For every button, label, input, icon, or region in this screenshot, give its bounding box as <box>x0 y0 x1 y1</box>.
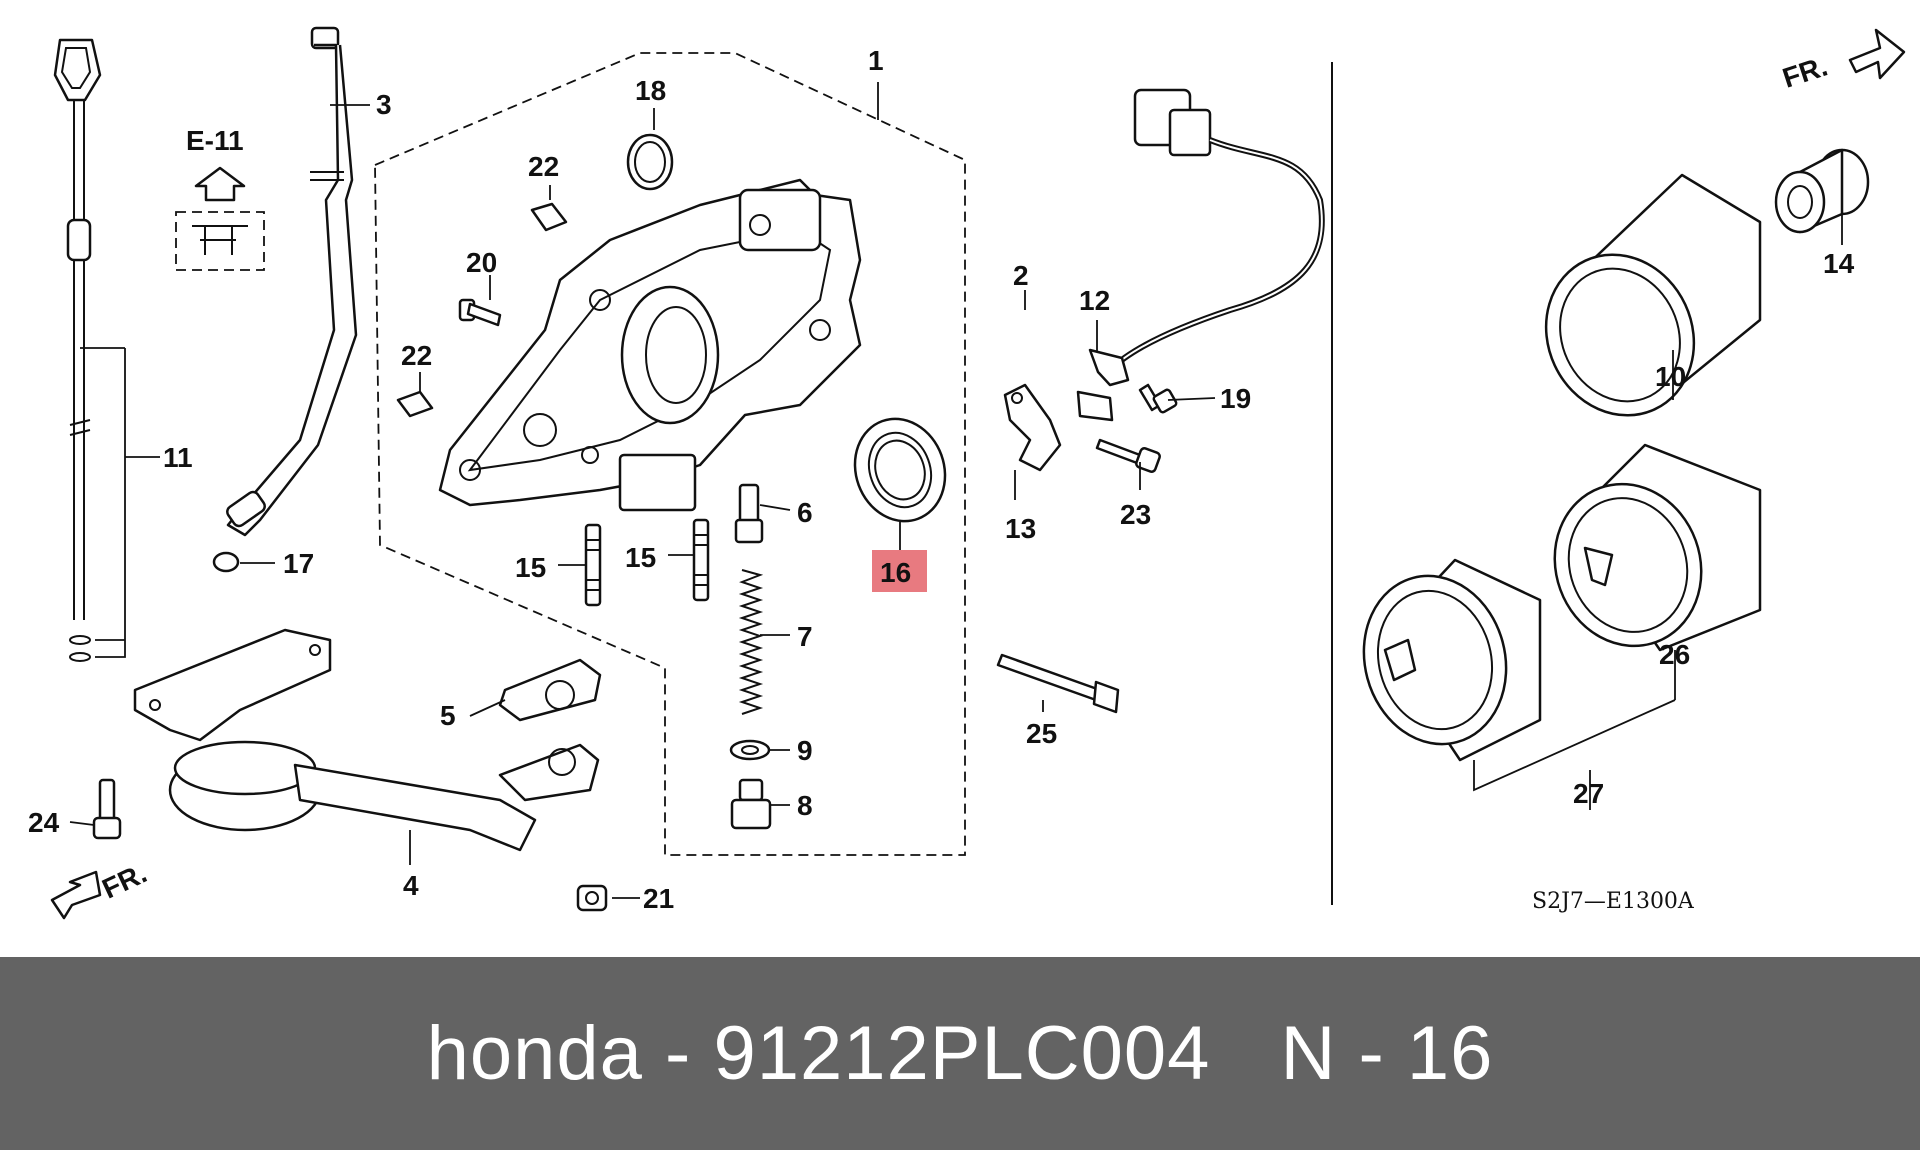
callout-22a: 22 <box>528 151 559 182</box>
sensor-bracket <box>1003 383 1062 472</box>
callout-26: 26 <box>1659 639 1690 670</box>
callout-15b: 15 <box>625 542 656 573</box>
callout-22b: 22 <box>401 340 432 371</box>
callout-8: 8 <box>797 790 813 821</box>
drain-plug <box>730 778 772 830</box>
callout-5: 5 <box>440 700 456 731</box>
oil-level-sensor <box>1076 348 1130 422</box>
callout-10: 10 <box>1655 361 1686 392</box>
part-number-title: honda - 91212PLC004 <box>426 1011 1211 1096</box>
parts-diagram: 1 2 3 4 5 6 7 8 9 10 11 12 13 14 15 15 1… <box>28 26 1906 920</box>
callout-14: 14 <box>1823 248 1855 279</box>
front-label-bottom: FR. <box>97 857 151 904</box>
drawing-code: S2J7—E1300A <box>1532 889 1695 914</box>
callout-25: 25 <box>1026 718 1057 749</box>
callout-20: 20 <box>466 247 497 278</box>
callout-24: 24 <box>28 807 60 838</box>
front-arrow-icon <box>50 28 1906 920</box>
callout-9: 9 <box>797 735 813 766</box>
front-label-top: FR. <box>1779 50 1831 93</box>
sensor-harness <box>1107 88 1325 373</box>
callout-17: 17 <box>283 548 314 579</box>
callout-1: 1 <box>868 45 884 76</box>
fastener <box>92 778 608 912</box>
callout-13: 13 <box>1005 513 1036 544</box>
oil-filter-honda <box>1553 443 1762 652</box>
sealing-washer <box>729 739 771 761</box>
strainer-gasket <box>498 658 602 722</box>
section-code-label: E-11 <box>186 125 244 156</box>
relief-valve <box>734 483 764 544</box>
section-reference-e11 <box>175 166 265 271</box>
diagram-position: N - 16 <box>1280 1011 1494 1096</box>
stud-bolt <box>584 518 710 607</box>
oil-pump-body <box>438 178 862 512</box>
oil-filter-assembly <box>1362 558 1542 762</box>
assembly-boundary <box>374 52 966 856</box>
highlight-box <box>872 550 927 592</box>
flange-bolt-long <box>996 653 1120 714</box>
callout-27: 27 <box>1573 778 1604 809</box>
footer-bar: honda - 91212PLC004 N - 16 <box>0 957 1920 1150</box>
callout-15a: 15 <box>515 552 546 583</box>
callout-16: 16 <box>880 557 911 588</box>
relief-spring <box>738 569 764 715</box>
filter-adapter <box>1774 148 1870 234</box>
callout-19: 19 <box>1220 383 1251 414</box>
callout-3: 3 <box>376 89 392 120</box>
oil-strainer <box>133 628 600 852</box>
dipstick-tube <box>212 26 358 573</box>
callout-6: 6 <box>797 497 813 528</box>
oil-dipstick <box>53 38 102 662</box>
callout-4: 4 <box>403 870 419 901</box>
flange-bolt <box>458 298 502 327</box>
callout-23: 23 <box>1120 499 1151 530</box>
callout-12: 12 <box>1079 285 1110 316</box>
small-bolt <box>1095 383 1178 473</box>
callout-2: 2 <box>1013 260 1029 291</box>
oil-filter <box>1544 173 1762 417</box>
callout-11: 11 <box>163 442 193 473</box>
callout-21: 21 <box>643 883 674 914</box>
callout-18: 18 <box>635 75 666 106</box>
dowel-pin <box>396 202 568 418</box>
callout-7: 7 <box>797 621 813 652</box>
oil-seal <box>853 417 947 523</box>
leader-lines <box>69 82 1843 899</box>
